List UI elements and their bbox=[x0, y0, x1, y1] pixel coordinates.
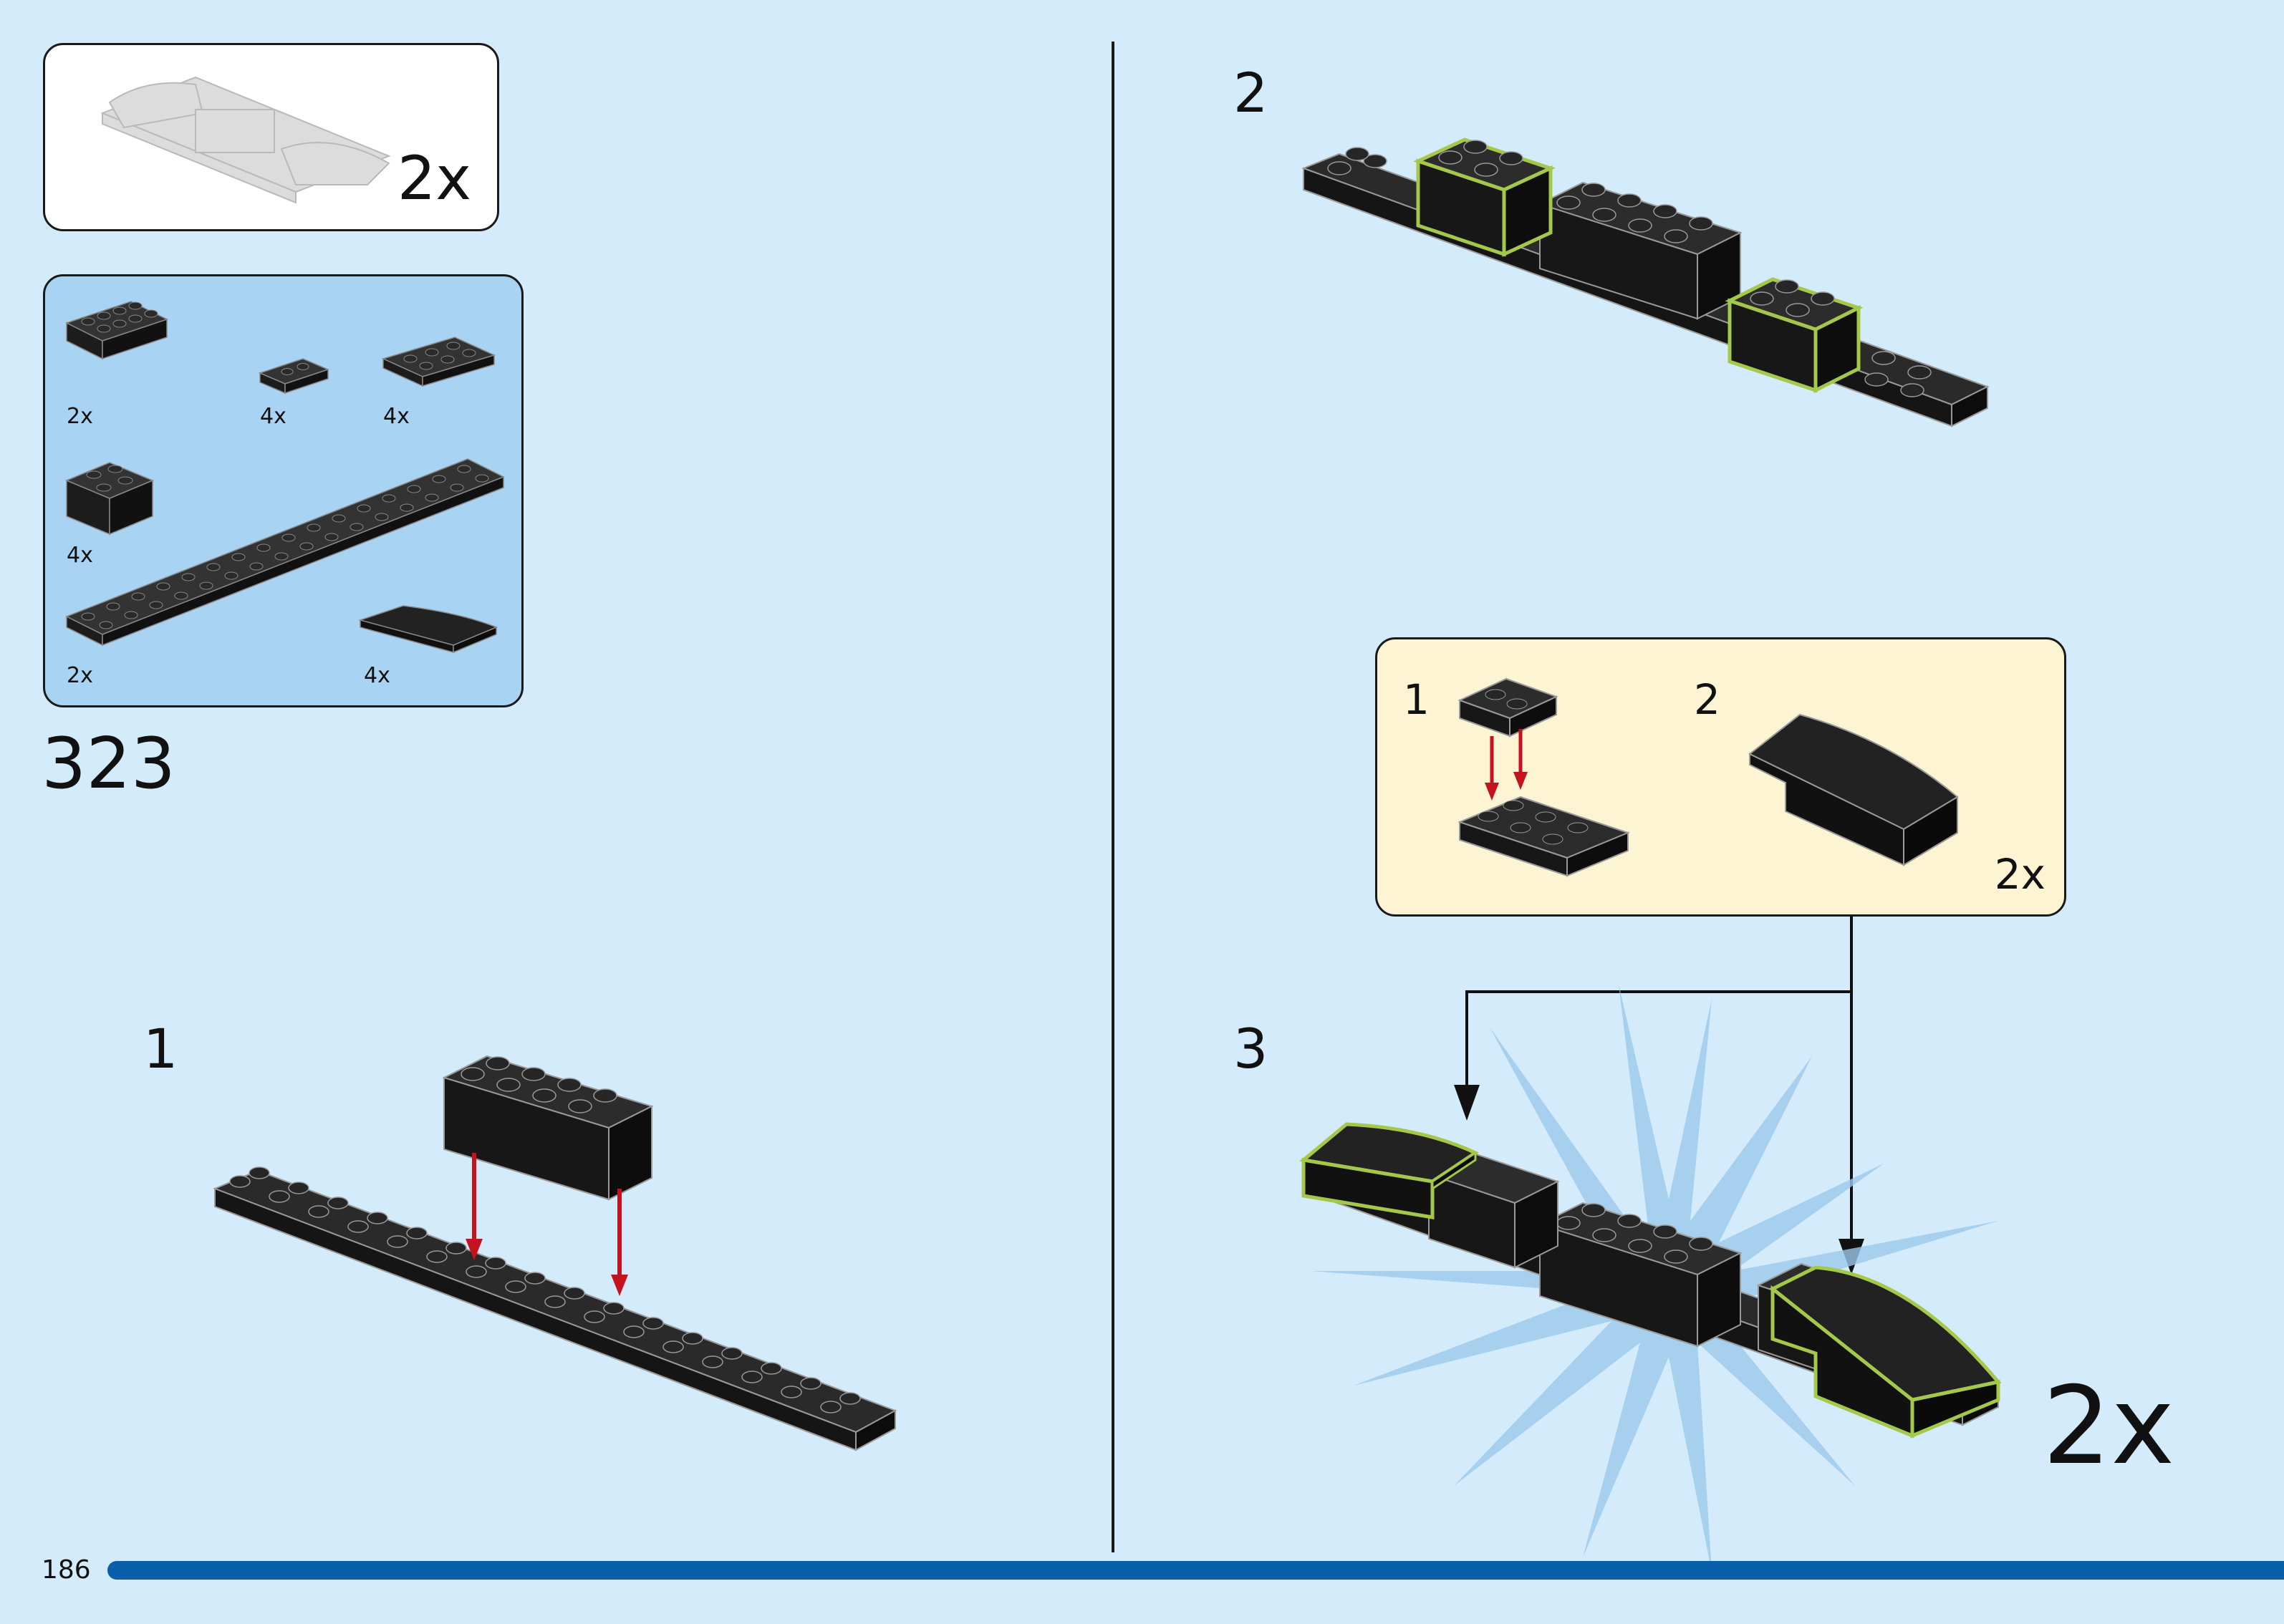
part-curved-slope bbox=[358, 605, 498, 654]
callout-substep1-image bbox=[1457, 677, 1630, 877]
step3-illustration bbox=[1299, 1122, 2002, 1439]
part-quantity: 4x bbox=[383, 404, 410, 429]
submodel-quantity: 2x bbox=[397, 143, 471, 213]
part-quantity: 4x bbox=[364, 663, 390, 688]
step-number: 2 bbox=[1233, 61, 1268, 125]
callout-substep2-image bbox=[1748, 713, 1959, 866]
part-quantity: 4x bbox=[260, 404, 286, 429]
submodel-box: 2x bbox=[43, 43, 499, 231]
part-plate-1x2 bbox=[258, 358, 330, 395]
page-divider bbox=[1112, 42, 1114, 1552]
step-number: 3 bbox=[1233, 1017, 1268, 1081]
part-plate-2x16 bbox=[65, 458, 505, 647]
part-quantity: 2x bbox=[67, 663, 93, 688]
part-brick-2x2 bbox=[65, 462, 154, 536]
main-step-number: 323 bbox=[42, 723, 176, 805]
page-number: 186 bbox=[42, 1555, 91, 1585]
callout-panel: 1 2 2x bbox=[1375, 637, 2066, 917]
part-quantity: 2x bbox=[67, 404, 93, 429]
callout-quantity: 2x bbox=[1994, 850, 2046, 899]
parts-list-panel: 2x 4x 4x 4x 2x 4x bbox=[43, 274, 524, 707]
step-number: 1 bbox=[143, 1017, 178, 1081]
part-plate-2x3 bbox=[381, 337, 496, 387]
part-quantity: 4x bbox=[67, 543, 93, 568]
footer-bar bbox=[107, 1561, 2284, 1580]
step2-illustration bbox=[1301, 137, 1990, 427]
callout-substep-number: 1 bbox=[1403, 675, 1430, 724]
step1-illustration bbox=[213, 1055, 897, 1451]
part-brick-2x4 bbox=[65, 301, 168, 360]
step3-multiplier: 2x bbox=[2043, 1364, 2175, 1489]
submodel-image bbox=[100, 76, 391, 204]
callout-substep-number: 2 bbox=[1694, 675, 1720, 724]
